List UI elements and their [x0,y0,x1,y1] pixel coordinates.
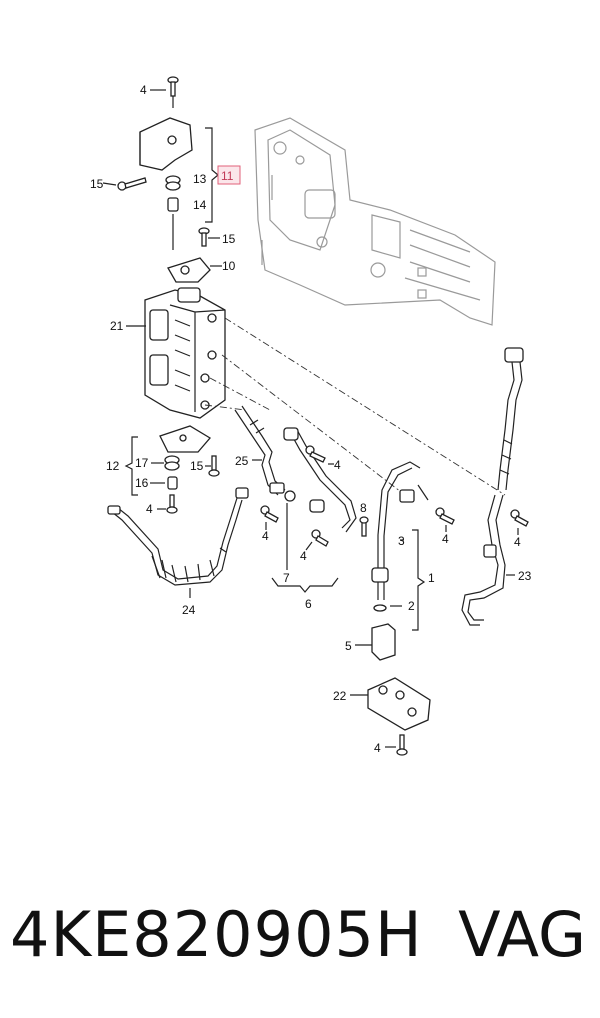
washer-2 [373,604,402,612]
screw-4h [385,734,408,756]
grommet-17 [151,455,180,471]
callout-12: 12 [106,459,120,473]
callout-22: 22 [333,689,347,703]
caption-bar: 4KE820905H VAG [0,880,600,1000]
brand-label: VAG [458,898,586,971]
plate-12 [159,425,211,453]
block-5 [355,623,396,661]
callout-6: 6 [305,597,312,611]
callout-5: 5 [345,639,352,653]
screw-top [150,76,179,108]
screw-15b [198,227,220,247]
screw-4c [305,445,334,465]
screw-4f [435,507,455,532]
hose-23 [461,347,524,626]
callout-4: 4 [334,458,341,472]
callout-23: 23 [518,569,532,583]
pipe-25 [234,405,286,496]
screw-15c [205,455,220,477]
screw-4d [260,505,279,530]
callout-4: 4 [514,535,521,549]
upper-bracket [139,117,193,171]
plate-10 [167,257,222,283]
screw-4b [157,494,178,514]
callout-4: 4 [262,529,269,543]
callout-11: 11 [221,169,234,183]
callout-15: 15 [90,177,104,191]
callout-2: 2 [408,599,415,613]
callout-15: 15 [190,459,204,473]
callout-16: 16 [135,476,149,490]
highlight-box-11 [217,165,241,185]
callout-13: 13 [193,172,207,186]
callout-4: 4 [140,83,147,97]
bushing-16 [150,476,178,490]
callout-21: 21 [110,319,124,333]
grommet-13 [165,175,181,191]
callout-4: 4 [442,532,449,546]
callout-24: 24 [182,603,196,617]
screw-4e [305,529,329,551]
pipe-6 [283,427,357,533]
callout-15: 15 [222,232,236,246]
screw-8 [359,516,369,537]
callout-3: 3 [398,534,405,548]
callout-4: 4 [300,549,307,563]
bushing-14 [167,197,179,250]
callout-8: 8 [360,501,367,515]
background-bracket [254,117,496,326]
callout-10: 10 [222,259,236,273]
hose-24 [107,487,249,598]
callout-17: 17 [135,456,149,470]
callout-4: 4 [374,741,381,755]
callout-4: 4 [146,502,153,516]
screw-15a [102,177,147,191]
part-number: 4KE820905H [10,898,423,971]
block-22 [350,677,431,731]
callout-14: 14 [193,198,207,212]
callout-25: 25 [235,454,249,468]
valve-block-21 [126,287,226,419]
screw-4g [510,509,529,535]
pipe-1 [371,461,429,600]
callout-7: 7 [283,571,290,585]
callout-1: 1 [428,571,435,585]
